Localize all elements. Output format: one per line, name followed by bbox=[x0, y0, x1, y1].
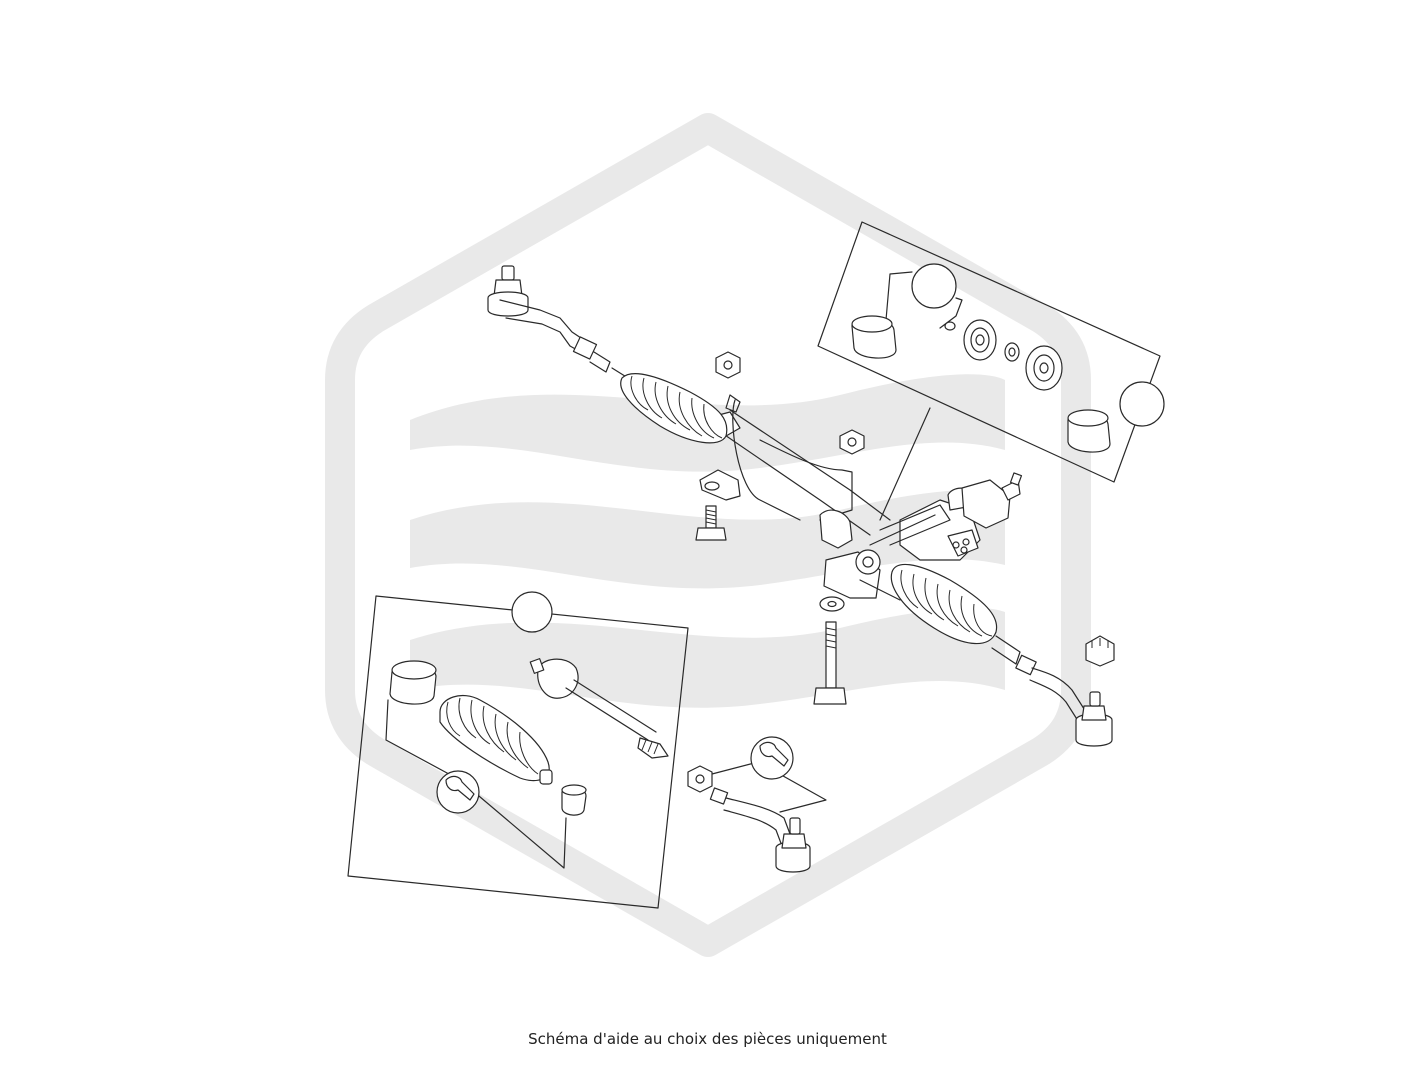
castle-nut bbox=[1085, 635, 1115, 667]
bolt-1 bbox=[695, 505, 727, 541]
pinion-valve-body bbox=[819, 472, 1023, 601]
inset-seal-ring bbox=[389, 660, 437, 705]
inset-boot-kit bbox=[347, 591, 689, 909]
loose-hardware bbox=[695, 351, 1115, 705]
washer bbox=[819, 596, 845, 612]
inset-seal-kit bbox=[817, 221, 1165, 521]
right-tie-rod-end bbox=[991, 635, 1113, 747]
seal-ring-2 bbox=[1067, 409, 1111, 453]
left-boot bbox=[620, 373, 728, 444]
watermark-hexagon bbox=[325, 113, 1091, 957]
bearing-2 bbox=[1025, 345, 1063, 391]
left-tie-rod-end bbox=[487, 265, 611, 373]
small-washer bbox=[944, 321, 956, 331]
wrench-icon bbox=[436, 770, 480, 814]
inset-boot bbox=[439, 695, 553, 785]
seal-ring-1 bbox=[851, 315, 897, 359]
diagram-caption: Schéma d'aide au choix des pièces unique… bbox=[528, 1030, 887, 1048]
bearing-1 bbox=[963, 319, 997, 361]
watermark-stripe-3 bbox=[410, 607, 1005, 708]
outer-tie-rod-detail bbox=[687, 736, 827, 873]
long-bolt bbox=[813, 621, 847, 705]
right-boot bbox=[890, 563, 998, 645]
inset-small-ring bbox=[561, 784, 587, 816]
inset-inner-tie-rod bbox=[529, 658, 669, 759]
wrench-icon bbox=[750, 736, 794, 780]
small-spring bbox=[1004, 342, 1020, 362]
